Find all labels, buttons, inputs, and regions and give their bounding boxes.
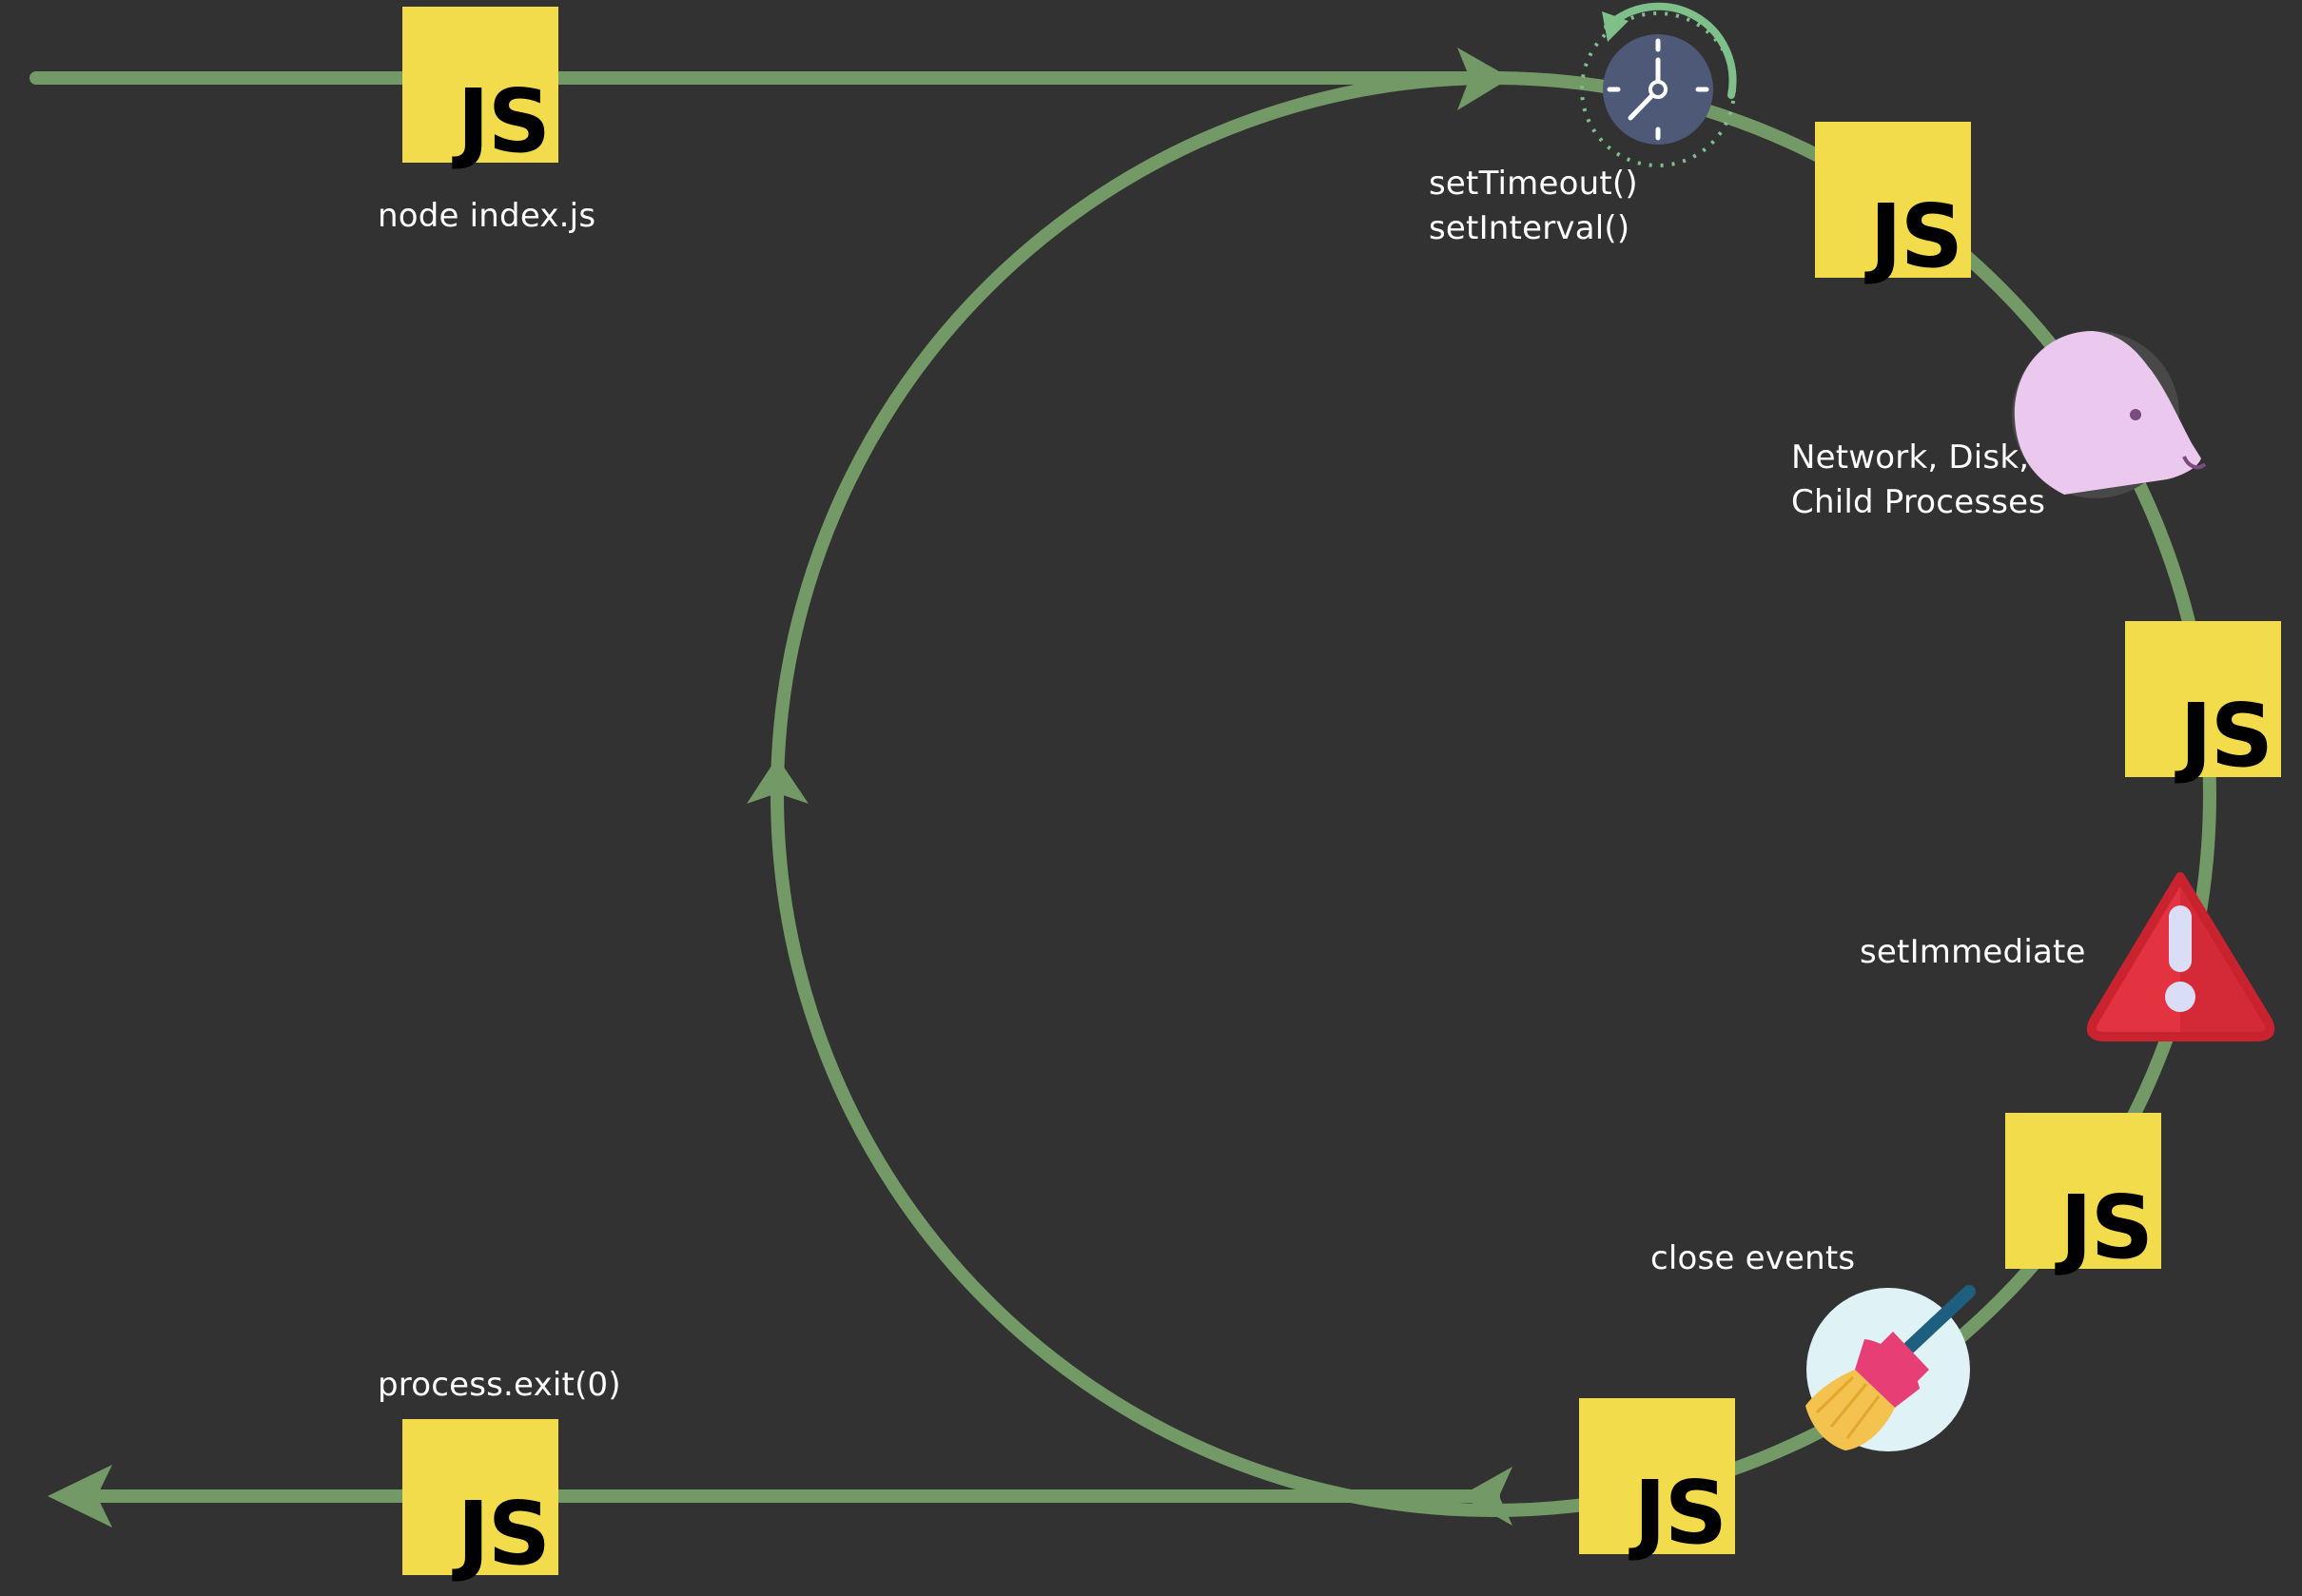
svg-text:JS: JS bbox=[2175, 685, 2273, 787]
poll-label-line2: Child Processes bbox=[1791, 483, 2046, 521]
timers-label-line1: setTimeout() bbox=[1429, 165, 1638, 203]
stopwatch-icon bbox=[1580, 2, 1737, 167]
warning-icon bbox=[2086, 872, 2275, 1041]
start-label: node index.js bbox=[378, 197, 596, 235]
poll-label-line1: Network, Disk, bbox=[1791, 438, 2030, 477]
svg-text:JS: JS bbox=[2055, 1177, 2153, 1278]
broom-icon bbox=[1805, 1285, 1976, 1451]
entry-arrowhead bbox=[1457, 48, 1511, 110]
svg-text:JS: JS bbox=[452, 70, 550, 172]
pig-icon bbox=[2012, 331, 2207, 498]
js-badge-after-check: JS bbox=[2005, 1113, 2161, 1278]
exit-arrowhead bbox=[48, 1465, 112, 1528]
js-badge-after-poll: JS bbox=[2125, 621, 2281, 787]
timers-label-line2: setInterval() bbox=[1429, 209, 1630, 247]
js-badge-start: JS bbox=[402, 7, 558, 172]
check-label: setImmediate bbox=[1860, 933, 2086, 971]
event-loop-circle bbox=[771, 71, 2216, 1517]
js-badge-after-timers: JS bbox=[1815, 122, 1971, 287]
js-badge-after-close: JS bbox=[1579, 1398, 1735, 1564]
loop-bottom-arrowhead bbox=[1460, 1467, 1512, 1526]
loop-up-arrowhead bbox=[747, 757, 809, 804]
exit-label: process.exit(0) bbox=[378, 1366, 621, 1404]
js-badge-exit: JS bbox=[402, 1419, 558, 1585]
svg-text:JS: JS bbox=[1629, 1462, 1726, 1564]
svg-text:JS: JS bbox=[452, 1483, 550, 1585]
svg-text:JS: JS bbox=[1864, 185, 1962, 287]
close-label: close events bbox=[1650, 1239, 1856, 1277]
